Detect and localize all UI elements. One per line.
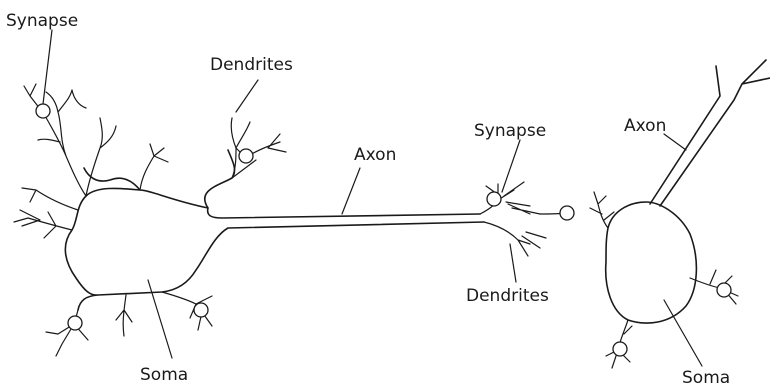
axon-middle-pointer [342,168,360,214]
left-neuron [14,30,484,358]
label-soma-left: Soma [140,365,188,385]
synapse-node [717,283,731,297]
left-top-dendrites [140,118,286,190]
dendrites-bottom-pointer [510,244,516,282]
left-upper-dendrite [24,84,116,196]
synapse-node [194,303,208,317]
left-side-dendrites [14,188,78,238]
synapse-node [68,316,82,330]
axon-right-pointer [664,134,686,150]
right-neuron [560,60,770,368]
label-axon-right: Axon [624,116,666,136]
left-soma-outline [65,150,484,310]
label-synapse-top-left: Synapse [6,11,78,31]
dendrites-top-pointer [236,80,258,112]
label-synapse-middle: Synapse [474,121,546,141]
synapse-node [613,342,627,356]
label-dendrites-top: Dendrites [210,55,293,75]
label-soma-right: Soma [682,368,730,387]
synapse-node [487,192,501,206]
right-axon [650,60,770,206]
label-axon-middle: Axon [354,145,396,165]
synapse-node [560,206,574,220]
right-soma-outline [606,202,697,323]
synapse-node [239,149,253,163]
label-dendrites-bottom: Dendrites [466,286,549,306]
synapse-node [36,104,50,118]
synapse-middle-pointer [502,140,520,192]
